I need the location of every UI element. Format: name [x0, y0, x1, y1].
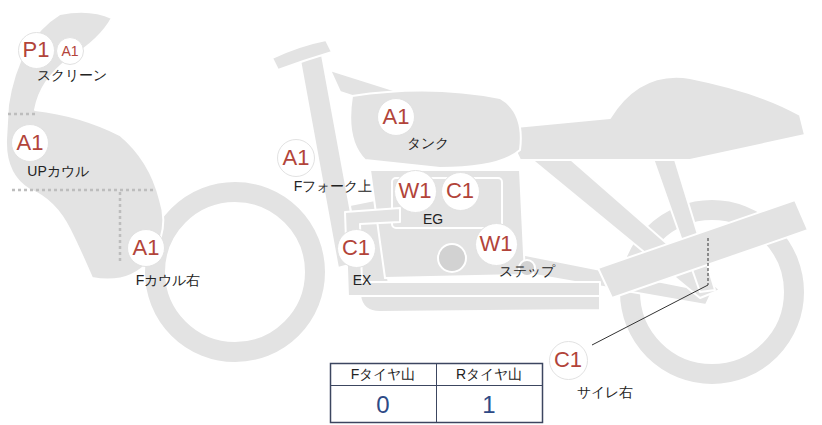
- damage-code-circle: A1: [56, 37, 84, 65]
- seat: [505, 77, 805, 160]
- table-cell: Rタイヤ山: [456, 367, 522, 382]
- table-cell: 1: [482, 392, 495, 418]
- tire-table: [331, 364, 543, 423]
- damage-code: A1: [383, 106, 410, 128]
- damage-code: W1: [480, 233, 513, 255]
- damage-code-circle: W1: [475, 223, 518, 266]
- damage-code-circle: W1: [394, 170, 437, 213]
- part-name: Fカウル右: [136, 273, 201, 288]
- damage-code: A1: [17, 132, 44, 154]
- leader-line: [592, 238, 708, 345]
- damage-code: C1: [446, 180, 474, 202]
- part-name: UPカウル: [27, 164, 88, 179]
- part-name: EX: [353, 273, 372, 288]
- damage-code-circle: A1: [11, 124, 49, 162]
- damage-code-circle: C1: [337, 229, 376, 268]
- damage-code: C1: [554, 349, 582, 371]
- engine-block: [370, 170, 525, 278]
- damage-code: A1: [283, 147, 310, 169]
- damage-code-circle: A1: [377, 98, 415, 136]
- front-wheel: [155, 192, 315, 352]
- exhaust-pipe: [345, 208, 600, 296]
- damage-code-circle: P1: [18, 32, 55, 69]
- damage-code-circle: A1: [277, 139, 315, 177]
- damage-code-circle: C1: [441, 172, 480, 211]
- damage-code: C1: [342, 237, 370, 259]
- part-name: サイレ右: [577, 385, 633, 400]
- front-cowl: [6, 12, 163, 280]
- muffler: [598, 200, 808, 298]
- damage-code: A1: [133, 237, 160, 259]
- part-name: EG: [423, 212, 443, 227]
- fuel-tank: [350, 90, 521, 168]
- damage-code: A1: [61, 44, 78, 58]
- table-cell: 0: [376, 392, 389, 418]
- part-name: タンク: [407, 136, 449, 151]
- damage-code-circle: C1: [549, 341, 588, 380]
- part-name: スクリーン: [37, 68, 107, 83]
- part-name: ステップ: [499, 264, 555, 279]
- part-name: Fフォーク上: [294, 179, 373, 194]
- damage-code: W1: [399, 180, 432, 202]
- table-cell: Fタイヤ山: [351, 367, 416, 382]
- engine-case: [438, 244, 466, 272]
- handlebar: [272, 40, 332, 70]
- damage-code: P1: [23, 39, 50, 61]
- damage-code-circle: A1: [127, 229, 165, 267]
